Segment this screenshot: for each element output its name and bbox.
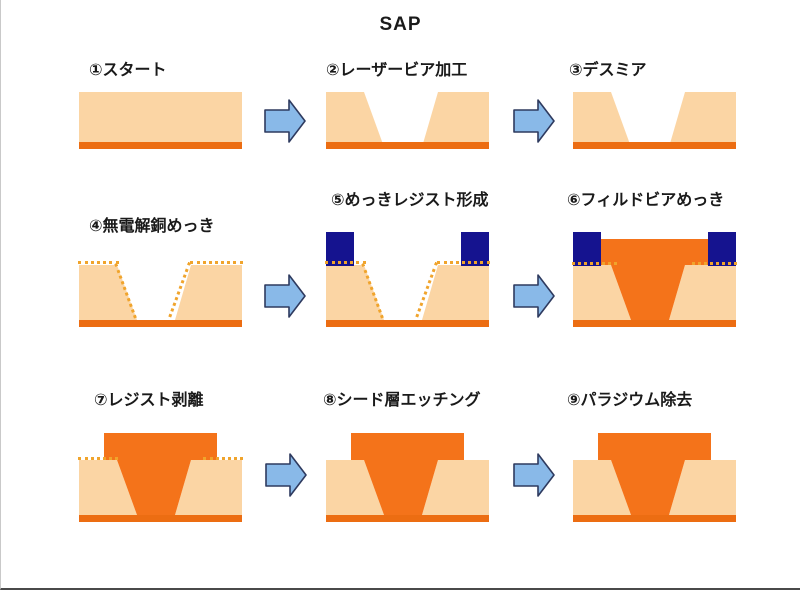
step-8-label: ⑧シード層エッチング — [323, 392, 481, 409]
step-9-diagram — [573, 433, 736, 522]
seed-layer-dots-top-left — [78, 261, 119, 264]
process-arrow-icon — [265, 453, 307, 497]
step-7-label: ⑦レジスト剥離 — [94, 392, 204, 409]
step-5-diagram — [325, 232, 490, 327]
process-arrow-icon — [513, 274, 555, 318]
step-2-diagram — [326, 92, 489, 149]
step-4-diagram — [78, 232, 243, 327]
plating-resist-left — [326, 232, 354, 266]
substrate — [79, 92, 242, 142]
step-6-diagram — [572, 232, 737, 327]
copper-foil-bar — [573, 320, 736, 327]
substrate-left — [326, 265, 384, 320]
step-5-label: ⑤めっきレジスト形成 — [331, 192, 489, 209]
process-arrow-icon — [513, 453, 555, 497]
seed-layer-dots-top-right — [437, 261, 490, 264]
seed-layer-dots-left — [572, 262, 617, 265]
copper-foil-bar — [573, 515, 736, 522]
seed-layer-dots-right — [203, 457, 243, 460]
copper-foil-bar — [79, 142, 242, 149]
step-4-label: ④無電解銅めっき — [89, 218, 215, 235]
substrate-left — [79, 265, 137, 320]
copper-foil-bar — [79, 320, 242, 327]
copper-foil-bar — [326, 320, 489, 327]
process-arrow-icon — [264, 274, 306, 318]
substrate-right — [422, 92, 489, 147]
plating-resist-right — [461, 232, 489, 266]
substrate-right — [669, 92, 736, 147]
substrate-left — [573, 92, 631, 147]
seed-layer-dots-left — [78, 457, 118, 460]
seed-layer-dots-top-left — [325, 261, 366, 264]
step-7-diagram — [78, 433, 243, 522]
step-2-label: ②レーザービア加工 — [326, 62, 468, 79]
copper-foil-bar — [573, 142, 736, 149]
copper-foil-bar — [326, 515, 489, 522]
plating-resist-left — [573, 232, 601, 266]
copper-foil-bar — [326, 142, 489, 149]
step-9-label: ⑨パラジウム除去 — [567, 392, 693, 409]
process-arrow-icon — [264, 99, 306, 143]
step-3-diagram — [573, 92, 736, 149]
step-3-label: ③デスミア — [569, 62, 647, 79]
process-arrow-icon — [513, 99, 555, 143]
seed-layer-dots-top-right — [190, 261, 243, 264]
diagram-title: SAP — [379, 14, 422, 35]
copper-foil-bar — [79, 515, 242, 522]
step-1-diagram — [79, 92, 242, 149]
step-1-label: ①スタート — [89, 62, 167, 79]
step-8-diagram — [326, 433, 489, 522]
plating-resist-right — [708, 232, 736, 266]
seed-layer-dots-right — [692, 262, 737, 265]
step-6-label: ⑥フィルドビアめっき — [567, 192, 725, 209]
substrate-left — [326, 92, 384, 147]
